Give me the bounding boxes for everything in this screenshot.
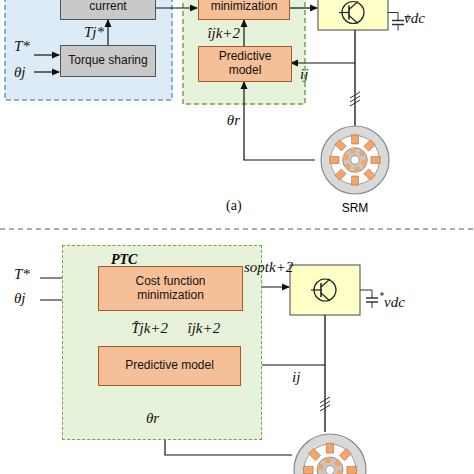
signal-label: Tj* [84,24,104,41]
drawing-part [372,290,373,298]
signal-label: îjk+2 [188,320,221,337]
drawing-part [317,464,323,470]
current-label: ij [300,66,308,83]
drawing-part [343,154,349,160]
connector-arrow [244,82,315,160]
rotor [343,148,367,172]
drawing-part [304,444,356,474]
stator-pole [309,449,321,461]
box-text: minimization [211,0,278,14]
drawing-part [360,290,372,291]
drawing-part [350,148,356,154]
inverter-box [290,265,360,315]
drawing-part [336,470,342,474]
box-text: Torque sharing [68,54,147,68]
signal-label: îjk+2 [207,25,240,42]
drawing-part [311,289,321,290]
process-box: Cost function minimization [98,266,243,311]
stator-pole [335,169,346,180]
drawing-part [351,156,359,164]
signal-label: θr [227,112,240,129]
signal-arrow [290,7,317,8]
drawing-part [334,460,340,466]
inverter-box [318,0,388,30]
stator-pole [364,169,375,180]
process-box: Predictive model [198,46,292,82]
drawing-part [339,12,349,13]
drawing-part [392,20,404,22]
separator [0,229,474,230]
stator-pole [303,466,313,473]
voltage-label: vdc [404,10,425,27]
stator-pole [371,157,380,164]
process-box: Predictive model [98,346,241,386]
drawing-part [326,466,335,474]
box-text: Cost function minimization [104,275,237,303]
phase-wire [354,30,356,126]
stator-pole [347,466,357,473]
drawing-part [349,2,358,10]
rotor [317,457,343,474]
phase-wire [324,315,326,432]
box-text: Predictive model [204,50,286,78]
drawing-part [361,160,367,166]
input-label: T* [14,266,30,283]
drawing-part [354,166,360,172]
drawing-part [398,25,399,31]
drawing-part [359,150,365,156]
box-text: Predictive model [125,359,214,373]
drawing-part [398,13,399,21]
stator-pole [330,157,339,164]
motor-node: SRM [315,125,395,217]
input-label: T* [14,38,30,55]
reference-box: current [60,0,156,20]
inverter-symbol [290,265,384,315]
drawing-part [382,292,383,296]
stator-pole [352,135,359,144]
input-label: θj [14,290,26,307]
drawing-part [325,457,331,463]
drawing-part [349,16,358,24]
process-box: minimization [198,0,290,20]
drawing-part [321,293,330,301]
drawing-part [345,163,351,169]
input-arrow [34,71,59,72]
motor-drawing [321,126,389,194]
stator-pole [352,176,359,185]
subfigure-label: (a) [226,198,242,214]
connector-arrow [107,20,108,45]
motor-label: SRM [315,201,395,215]
inverter-symbol [318,0,410,31]
drawing-part [366,297,378,299]
stator [321,126,389,194]
stator-pole [364,140,375,151]
signal-label: T̂jk+2 [131,320,168,337]
input-label: θj [14,64,26,81]
voltage-label: vdc [384,294,405,311]
ptc-region: PTCCost function minimizationPredictive … [62,245,262,440]
box-text: current [89,0,126,14]
current-label: ij [292,369,300,386]
stator-pole [339,449,351,461]
drawing-part [321,279,330,287]
position-label: θr [146,410,159,427]
drawing-part [350,100,360,106]
connector-arrow [243,20,244,46]
drawing-part [331,136,380,185]
stator-pole [326,443,333,453]
stator [294,434,366,474]
motor-drawing [294,434,366,474]
signal-arrow [156,7,197,8]
current-feedback [291,62,355,63]
switch-label: soptk+2 [244,259,293,276]
stator-pole [335,140,346,151]
drawing-part [320,405,330,411]
input-arrow [34,54,59,55]
drawing-part [388,12,398,13]
drawing-part [372,302,373,308]
process-box: Torque sharing [60,45,156,77]
